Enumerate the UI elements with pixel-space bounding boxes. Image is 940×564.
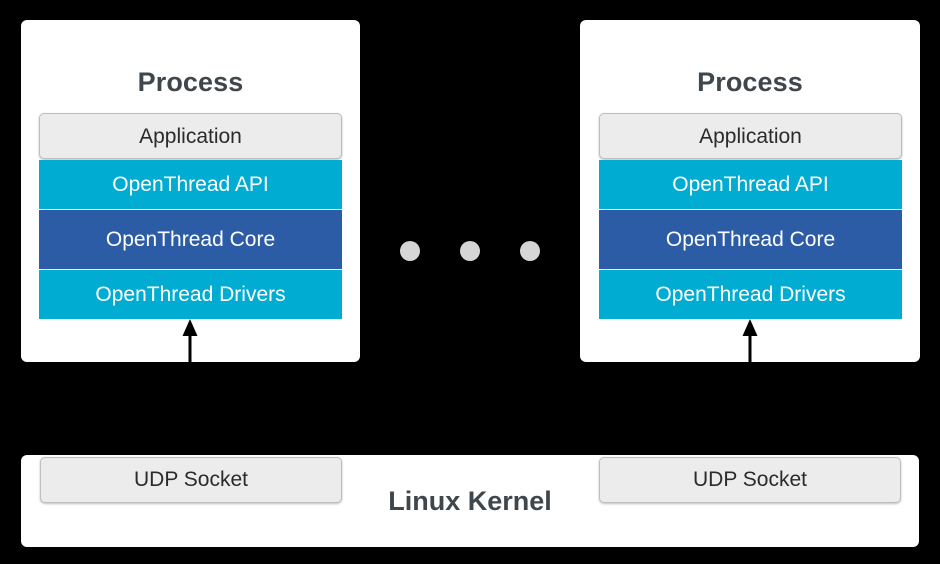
process-title-left: Process bbox=[137, 67, 244, 97]
layer-openthread-drivers-right: OpenThread Drivers bbox=[599, 270, 902, 319]
ellipsis-dot-2 bbox=[460, 241, 480, 261]
udp-socket-right: UDP Socket bbox=[599, 457, 901, 503]
ellipsis-dot-3 bbox=[520, 241, 540, 261]
kernel-title: Linux Kernel bbox=[388, 486, 552, 516]
process-title-right: Process bbox=[697, 67, 803, 97]
layer-application-left: Application bbox=[39, 113, 342, 159]
layer-openthread-api-left: OpenThread API bbox=[39, 160, 342, 209]
udp-socket-left: UDP Socket bbox=[40, 457, 342, 503]
arrow-up-right bbox=[742, 319, 758, 364]
layer-openthread-drivers-left: OpenThread Drivers bbox=[39, 270, 342, 319]
ellipsis-dot-1 bbox=[400, 241, 420, 261]
layer-openthread-core-right: OpenThread Core bbox=[599, 210, 902, 269]
layer-openthread-core-left: OpenThread Core bbox=[39, 210, 342, 269]
layer-openthread-api-right: OpenThread API bbox=[599, 160, 902, 209]
arrow-up-left bbox=[182, 319, 198, 364]
layer-application-right: Application bbox=[599, 113, 902, 159]
